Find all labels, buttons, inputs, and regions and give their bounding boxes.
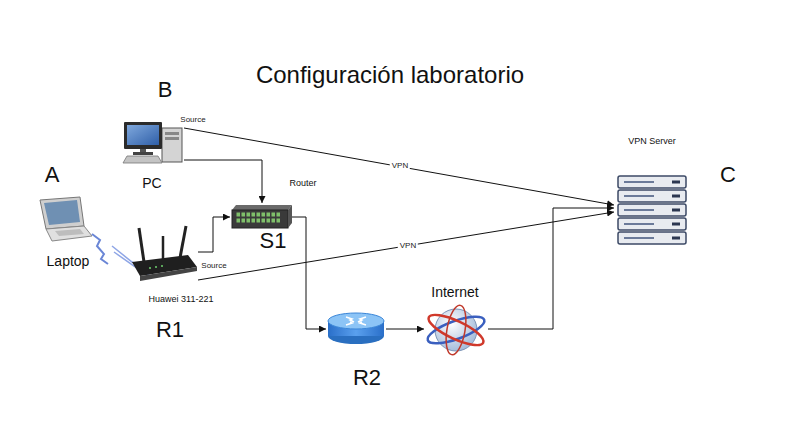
device-label: Internet <box>431 285 478 300</box>
link-label: VPN <box>398 242 418 251</box>
network-device: BPC <box>122 120 184 164</box>
network-device: VPN ServerC <box>614 172 688 250</box>
diagram-title: Configuración laboratorio <box>256 62 524 88</box>
globe-icon <box>425 304 488 356</box>
network-link <box>184 128 614 205</box>
network-device: Internet <box>424 303 488 357</box>
device-label: Huawei 311-221 <box>149 295 214 305</box>
server-icon <box>618 176 686 244</box>
source-label: Source <box>199 262 228 271</box>
switch-icon <box>232 205 292 228</box>
device-label: B <box>158 78 173 102</box>
network-device: RouterS1 <box>230 203 292 231</box>
pc-icon <box>123 122 182 163</box>
network-link <box>198 217 230 252</box>
device-label: VPN Server <box>628 137 676 147</box>
link-label: VPN <box>390 162 410 171</box>
network-device: ALaptop <box>36 196 92 242</box>
device-label: Router <box>289 179 316 189</box>
network-link <box>198 212 614 280</box>
device-label: R1 <box>156 318 184 342</box>
network-link <box>292 217 326 329</box>
network-device: R2 <box>326 312 386 346</box>
network-link <box>386 329 424 330</box>
network-device: Huawei 311-221R1 <box>108 222 198 284</box>
wireless-router-icon <box>112 226 197 281</box>
device-label: C <box>720 163 736 187</box>
network-link <box>92 234 108 264</box>
device-label: S1 <box>260 229 287 253</box>
router-icon <box>328 313 384 344</box>
laptop-icon <box>40 197 92 241</box>
network-link <box>488 208 614 329</box>
network-link <box>184 160 262 203</box>
source-label: Source <box>178 116 207 125</box>
device-label: R2 <box>353 366 381 390</box>
device-label: Laptop <box>47 254 90 269</box>
device-label: A <box>45 163 60 187</box>
device-label: PC <box>142 176 161 191</box>
